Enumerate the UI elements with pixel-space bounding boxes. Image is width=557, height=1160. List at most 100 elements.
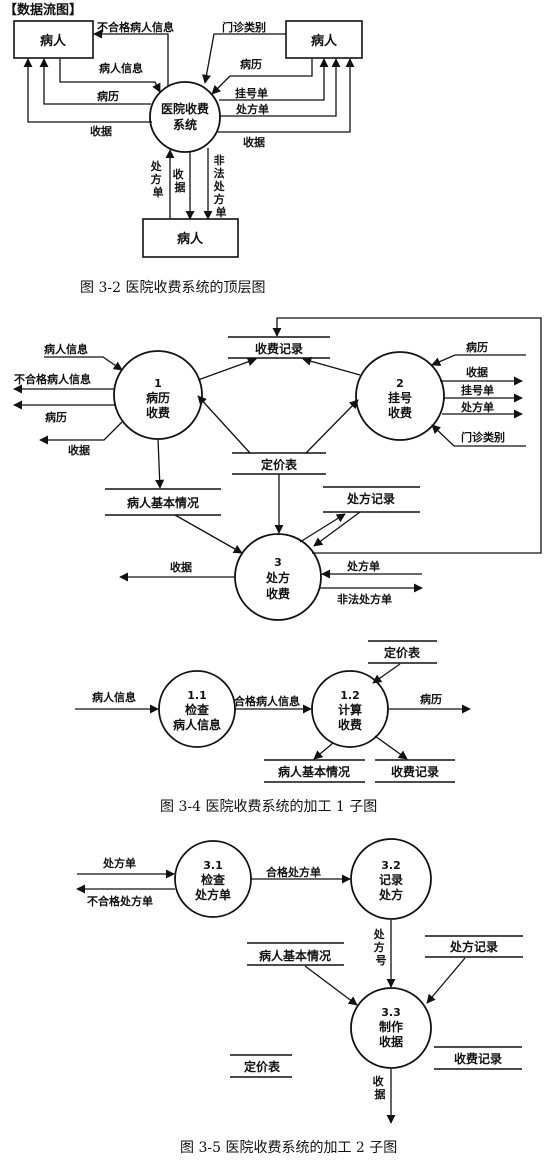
f3-rx-record-to-p3 bbox=[313, 511, 361, 547]
f5-receipt-label: 收 据 bbox=[373, 1074, 388, 1101]
process-3-number: 3 bbox=[274, 556, 282, 569]
flow-bottom-prescription-ch1: 处 bbox=[150, 159, 163, 173]
flow-illegal-ch4: 方 bbox=[214, 192, 225, 206]
process-1-line2: 收费 bbox=[146, 405, 170, 420]
caption-fig-3-2: 图 3-2 医院收费系统的顶层图 bbox=[80, 280, 265, 296]
flow-bottom-receipt-label: 收 据 bbox=[173, 167, 188, 194]
f3-dept-type-label: 门诊类别 bbox=[461, 430, 505, 444]
flow-unqualified-label: 不合格病人信息 bbox=[97, 20, 174, 34]
process-1-1-line2: 病人信息 bbox=[173, 717, 221, 732]
f3-patient-basic-to-p3 bbox=[174, 514, 243, 554]
f3-receipt-label: 收据 bbox=[68, 443, 90, 457]
f3-price-to-p1 bbox=[197, 395, 251, 454]
f4-store-fee-label: 收费记录 bbox=[391, 764, 439, 779]
process-1-line1: 病历 bbox=[146, 390, 170, 405]
store-prescription-record-label: 处方记录 bbox=[346, 491, 395, 506]
flow-receipt-line bbox=[23, 58, 152, 123]
process-3-2-line2: 处方 bbox=[378, 887, 403, 902]
f5-prescription-label: 处方单 bbox=[102, 856, 136, 870]
f5-rx-no-ch1: 处 bbox=[373, 927, 386, 941]
f3-receipt-r-label: 收据 bbox=[466, 365, 488, 379]
f5-basic-to-p33 bbox=[304, 965, 358, 1006]
flow-receipt-r-label: 收据 bbox=[243, 135, 265, 149]
process-1-2-number: 1.2 bbox=[340, 689, 360, 702]
process-1-1-line1: 检查 bbox=[185, 702, 210, 717]
process-3-2-line1: 记录 bbox=[379, 873, 403, 887]
flow-unqualified-line bbox=[93, 29, 169, 86]
flow-bottom-prescription-label: 处 方 单 bbox=[150, 159, 166, 199]
process-system-line2: 系统 bbox=[173, 117, 197, 132]
process-1-1-number: 1.1 bbox=[187, 689, 207, 702]
flow-prescription-label: 处方单 bbox=[235, 102, 269, 116]
figure-3-5: 3.1 检查 处方单 3.2 记录 处方 3.3 制作 收据 处方单 不合格处方… bbox=[76, 838, 523, 1156]
flow-history-r-line bbox=[211, 59, 313, 95]
f4-p12-to-basic bbox=[313, 742, 334, 760]
store-patient-basic-label: 病人基本情况 bbox=[127, 495, 199, 510]
flow-reg-slip-label: 挂号单 bbox=[235, 86, 268, 100]
flow-illegal-ch1: 非 bbox=[214, 153, 225, 167]
f5-receipt-ch1: 收 bbox=[373, 1074, 384, 1088]
f3-p1-to-patient-basic bbox=[155, 438, 165, 489]
f3-prescription-in-label: 处方单 bbox=[346, 559, 380, 573]
f3-p2-to-fee-record bbox=[302, 356, 361, 376]
entity-bottom-label: 病人 bbox=[177, 231, 204, 247]
f3-patient-info-line bbox=[44, 356, 123, 371]
f3-reg-slip-label: 挂号单 bbox=[461, 383, 494, 397]
process-2-line1: 挂号 bbox=[388, 390, 412, 405]
f3-prescription-label: 处方单 bbox=[460, 400, 494, 414]
f3-unqualified-label: 不合格病人信息 bbox=[14, 372, 91, 386]
f4-store-basic-label: 病人基本情况 bbox=[278, 764, 350, 779]
entity-right bbox=[285, 20, 363, 59]
flow-history-label: 病历 bbox=[97, 89, 119, 103]
flow-illegal-label: 非 法 处 方 单 bbox=[213, 153, 229, 219]
process-3-line1: 处方 bbox=[265, 570, 290, 585]
flow-patient-info-line bbox=[59, 59, 161, 93]
flow-receipt-r-line bbox=[216, 58, 355, 133]
process-1-2-line1: 计算 bbox=[338, 702, 362, 717]
process-2-line2: 收费 bbox=[388, 405, 412, 420]
flow-patient-info-label: 病人信息 bbox=[99, 61, 143, 75]
process-3-3-number: 3.3 bbox=[381, 1006, 401, 1019]
f3-p3-to-rx-record bbox=[299, 513, 346, 543]
process-system-line1: 医院收费 bbox=[161, 101, 209, 116]
process-3-3-line1: 制作 bbox=[379, 1019, 403, 1034]
f3-history-in-line bbox=[431, 354, 526, 366]
f5-unqualified-label: 不合格处方单 bbox=[87, 894, 153, 908]
flow-reg-slip-line bbox=[219, 58, 329, 101]
process-1-2-line2: 收费 bbox=[338, 717, 362, 732]
f4-patient-info-label: 病人信息 bbox=[92, 690, 136, 704]
f5-rx-no-label: 处 方 号 bbox=[373, 927, 389, 967]
figure-3-4: 1.1 检查 病人信息 1.2 计算 收费 病人信息 合格病人信息 病历 定价表… bbox=[75, 640, 471, 815]
caption-fig-3-4: 图 3-4 医院收费系统的加工 1 子图 bbox=[160, 799, 377, 815]
f5-qualified-label: 合格处方单 bbox=[266, 865, 321, 879]
f3-receipt-3-label: 收据 bbox=[170, 560, 192, 574]
flow-receipt-label: 收据 bbox=[90, 124, 112, 138]
process-system bbox=[149, 81, 221, 153]
flow-dept-type-label: 门诊类别 bbox=[222, 20, 266, 34]
f3-history-label: 病历 bbox=[45, 410, 67, 424]
entity-right-label: 病人 bbox=[311, 33, 338, 49]
flow-bottom-receipt-ch1: 收 bbox=[173, 167, 184, 181]
store-price-list-label: 定价表 bbox=[261, 457, 298, 472]
f5-store-rx-label: 处方记录 bbox=[449, 939, 498, 954]
process-3-1-number: 3.1 bbox=[203, 859, 223, 872]
header-title: 【数据流图】 bbox=[4, 2, 82, 18]
f3-history-in-label: 病历 bbox=[466, 340, 488, 354]
flow-history-r-label: 病历 bbox=[240, 57, 262, 71]
process-3-line2: 收费 bbox=[266, 586, 290, 601]
f5-store-basic-label: 病人基本情况 bbox=[259, 948, 331, 963]
figure-3-2: 病人 病人 病人 医院收费 系统 不合格病人信息 病人信息 病历 收据 门诊类别… bbox=[13, 20, 363, 296]
flow-illegal-ch2: 法 bbox=[214, 166, 225, 180]
f3-dept-type-line bbox=[431, 424, 526, 447]
f3-illegal-label: 非法处方单 bbox=[337, 592, 392, 606]
f4-p12-to-fee bbox=[374, 735, 408, 760]
process-3-2-number: 3.2 bbox=[381, 859, 401, 872]
f4-qualified-label: 合格病人信息 bbox=[234, 694, 300, 708]
entity-left-label: 病人 bbox=[40, 33, 67, 49]
f3-price-to-p2 bbox=[305, 399, 359, 454]
flow-illegal-ch3: 处 bbox=[213, 179, 226, 193]
f5-store-price-label: 定价表 bbox=[244, 1059, 281, 1074]
process-1-2 bbox=[311, 670, 389, 748]
